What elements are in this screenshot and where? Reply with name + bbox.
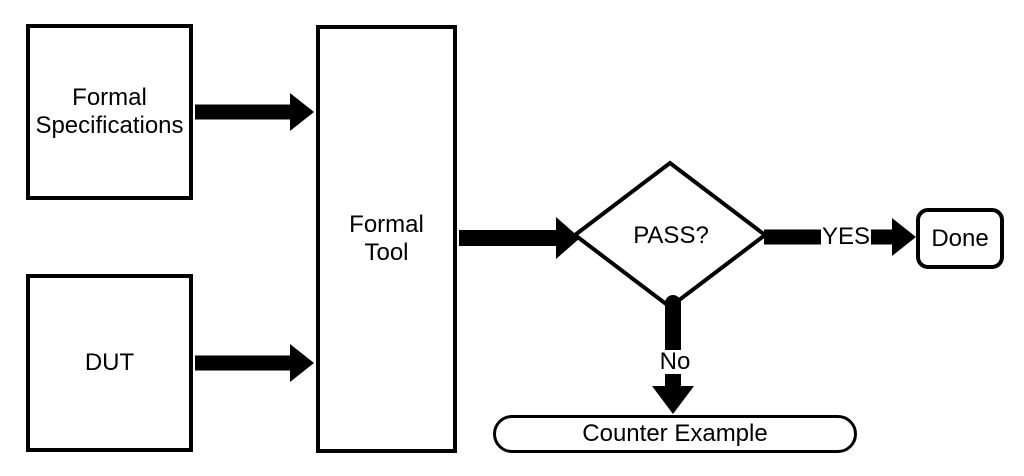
arrow-tool-to-pass [459,217,580,259]
arrow-pass-to-counter-example [652,295,694,414]
edge-label-no: No [656,350,694,374]
arrow-dut-to-tool [195,344,314,382]
counter-example-node: Counter Example [493,415,857,453]
edge-label-yes: YES [820,223,872,250]
pass-decision-label: PASS? [633,222,709,249]
dut-label: DUT [84,349,135,377]
formal-specifications-node: Formal Specifications [26,24,193,200]
counter-example-label: Counter Example [582,420,768,448]
formal-tool-node: Formal Tool [316,25,457,453]
arrow-specs-to-tool [195,93,314,131]
formal-specifications-label: Formal Specifications [35,84,184,139]
formal-tool-label: Formal Tool [349,211,424,266]
dut-node: DUT [26,274,193,452]
done-label: Done [931,224,989,252]
done-node: Done [916,208,1004,269]
